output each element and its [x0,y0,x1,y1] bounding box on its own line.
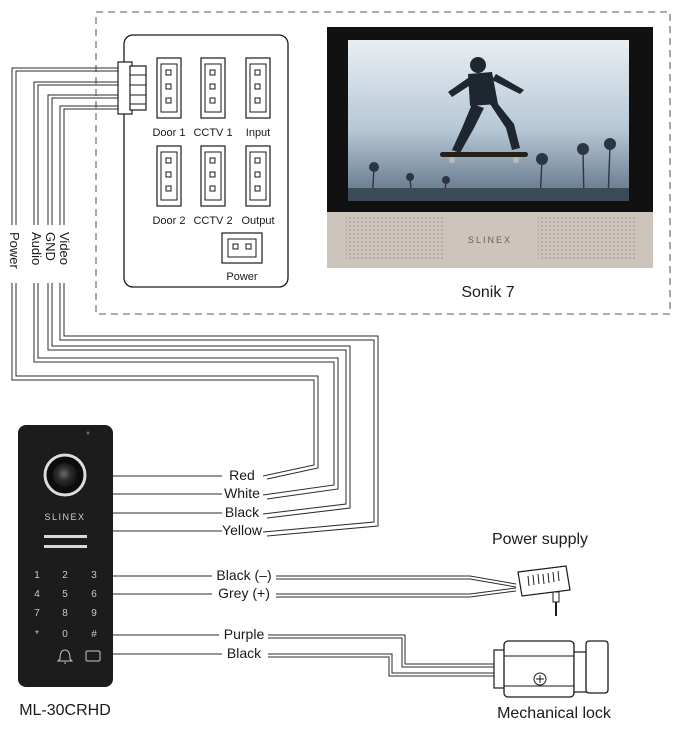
connector-label-power: Power [226,271,258,283]
wire-label-black-lock: Black [227,645,262,661]
connector-door-1: Door 1 [152,57,186,139]
keypad: 1 2 3 4 5 6 7 8 9 * 0 # [34,570,97,640]
cable-label-gnd: GND [43,232,58,261]
monitor-screen [348,40,629,202]
cable-label-power: Power [7,232,22,270]
wire-label-black: Black [225,504,260,520]
mechanical-lock: Mechanical lock [493,640,612,722]
keypad-key: 4 [34,589,40,600]
monitor-enclosure [95,11,671,315]
wire-label-grey-plus: Grey (+) [218,585,270,601]
connector-label-input: Input [246,127,270,139]
connector-cctv-1: CCTV 1 [193,57,233,139]
wire-label-yellow: Yellow [222,522,263,538]
panel-light-strip [44,535,87,538]
keypad-key: 8 [62,608,68,619]
connector-cctv-2: CCTV 2 [193,145,233,227]
card-reader-icon [85,650,101,662]
connector-power: Power [221,232,263,283]
keypad-key: 7 [34,608,40,619]
connector-door-2: Door 2 [152,145,186,227]
cable-label-video: Video [57,232,72,265]
keypad-key: 1 [34,570,40,581]
keypad-key: # [91,629,97,640]
power-supply-adapter: Power supply [492,531,588,616]
power-supply-cable [276,575,517,598]
wire-label-red: Red [229,467,255,483]
connector-board: Door 1 CCTV 1 Input Door 2 [117,34,289,288]
keypad-key: 9 [91,608,97,619]
wire-label-black-minus: Black (–) [216,567,271,583]
door-panel: SLINEX 1 2 3 4 5 6 7 8 9 * 0 # ML-30CRHD [18,425,113,719]
connector-label-output: Output [241,215,274,227]
panel-wires [113,475,222,655]
wire-labels: Red White Black Yellow Black (–) Grey (+… [216,467,271,661]
monitor-brand-logo: SLINEX [468,235,512,245]
wire-label-purple: Purple [224,626,265,642]
wire-label-white: White [224,485,260,501]
panel-model-label: ML-30CRHD [19,702,111,719]
keypad-key: 6 [91,589,97,600]
keypad-key: 0 [62,629,68,640]
power-supply-label: Power supply [492,531,588,548]
bell-icon [56,649,74,664]
connector-label-door-1: Door 1 [152,127,185,139]
monitor-device: SLINEX [327,27,653,301]
cable-bundle [11,67,379,537]
connector-label-door-2: Door 2 [152,215,185,227]
cable-labels: Video GND Audio Power [7,232,72,270]
cable-label-audio: Audio [29,232,44,265]
connector-output: Output [241,145,275,227]
connector-label-cctv-1: CCTV 1 [193,127,232,139]
lock-cable [268,634,494,677]
connector-label-cctv-2: CCTV 2 [193,215,232,227]
mechanical-lock-label: Mechanical lock [497,705,612,722]
keypad-key: 5 [62,589,68,600]
keypad-key: 3 [91,570,97,581]
monitor-model-label: Sonik 7 [461,284,514,301]
keypad-key: * [35,629,39,640]
keypad-key: 2 [62,570,68,581]
connector-input: Input [245,57,271,139]
panel-brand-logo: SLINEX [44,512,85,522]
